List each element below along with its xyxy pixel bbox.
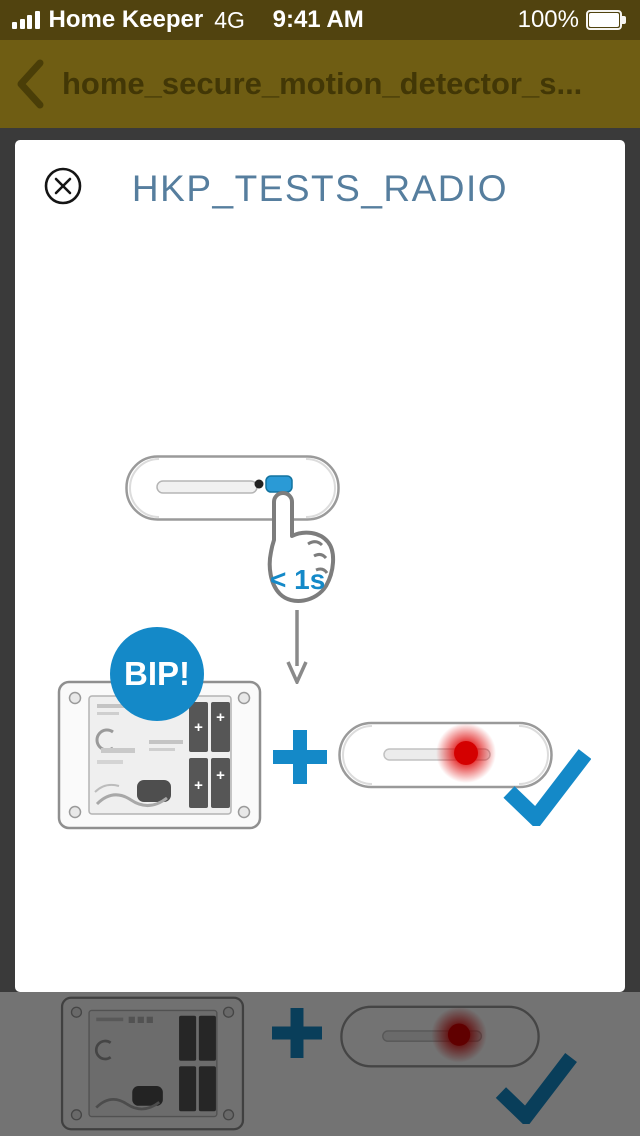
battery-polarity-label: + [194, 719, 203, 736]
status-bar-right: 100% [518, 6, 628, 34]
battery-polarity-label: + [216, 709, 225, 726]
instruction-modal: HKP_TESTS_RADIO < 1s BIP! [15, 140, 625, 992]
beep-badge: BIP! [110, 627, 204, 721]
modal-title: HKP_TESTS_RADIO [131, 168, 509, 209]
carrier-label: Home Keeper [48, 6, 204, 33]
motion-detector-illustration [125, 455, 340, 521]
base-unit-circuit-illustration: + + + + [57, 680, 262, 830]
chevron-left-icon [17, 59, 44, 109]
battery-percent-label: 100% [517, 6, 579, 33]
close-icon [44, 167, 82, 205]
close-button[interactable] [43, 166, 83, 206]
page-title: home_secure_motion_detector_s... [62, 66, 583, 101]
battery-polarity-label: + [216, 767, 225, 784]
plus-icon [273, 730, 327, 784]
network-type-label: 4G [214, 6, 245, 33]
hand-press-icon [267, 491, 335, 603]
modal-scrim [0, 992, 640, 1136]
status-bar: Home Keeper 4G 9:41 AM 100% [0, 0, 640, 40]
detector-red-led-illustration [338, 721, 553, 789]
clock-label: 9:41 AM [272, 6, 364, 33]
status-bar-left: Home Keeper 4G [12, 6, 245, 34]
battery-icon [586, 10, 628, 30]
background-page-content [0, 992, 640, 1136]
signal-bars-icon [12, 11, 40, 29]
checkmark-icon [503, 749, 591, 826]
arrow-down-icon [286, 610, 308, 684]
battery-polarity-label: + [194, 777, 203, 794]
back-button[interactable] [14, 56, 50, 112]
nav-header: home_secure_motion_detector_s... [0, 40, 640, 128]
press-duration-hint: < 1s [270, 564, 326, 595]
